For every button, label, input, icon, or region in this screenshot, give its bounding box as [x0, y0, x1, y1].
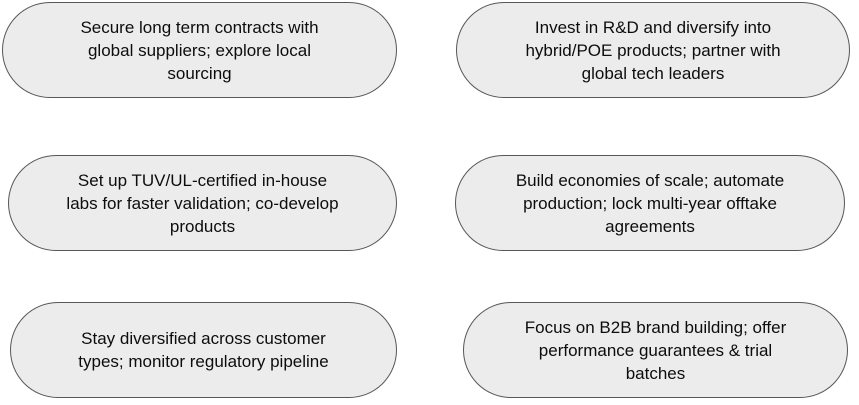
diagram-node-2-label: Invest in R&D and diversify into hybrid/… — [525, 17, 781, 83]
diagram-node-1[interactable]: Secure long term contracts with global s… — [2, 2, 397, 98]
diagram-node-6[interactable]: Focus on B2B brand building; offer perfo… — [463, 302, 848, 398]
diagram-node-3[interactable]: Set up TUV/UL-certified in-house labs fo… — [8, 155, 397, 251]
diagram-node-6-label: Focus on B2B brand building; offer perfo… — [524, 317, 787, 383]
diagram-node-3-label: Set up TUV/UL-certified in-house labs fo… — [66, 170, 339, 236]
diagram-node-2[interactable]: Invest in R&D and diversify into hybrid/… — [456, 2, 850, 98]
diagram-node-5[interactable]: Stay diversified across customer types; … — [10, 302, 397, 398]
diagram-node-4-label: Build economies of scale; automate produ… — [515, 170, 785, 236]
diagram-node-5-label: Stay diversified across customer types; … — [78, 329, 329, 371]
diagram-node-4[interactable]: Build economies of scale; automate produ… — [455, 155, 845, 251]
diagram-node-1-label: Secure long term contracts with global s… — [80, 17, 319, 83]
